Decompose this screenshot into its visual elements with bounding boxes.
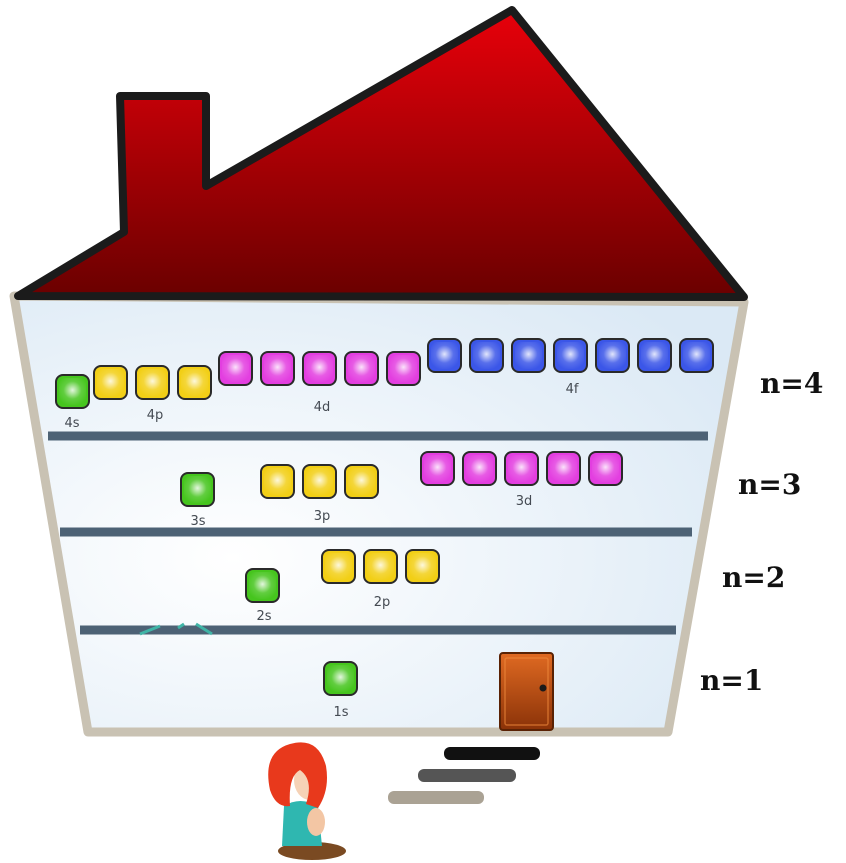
house-roof (18, 10, 744, 297)
girl-arm (307, 808, 325, 836)
subshell-label-3p: 3p (314, 509, 331, 524)
orbital-box-3s-1 (181, 473, 214, 506)
subshell-label-2p: 2p (374, 595, 391, 610)
orbital-box-3d-2 (463, 452, 496, 485)
step-top (444, 747, 540, 760)
orbital-box-4d-2 (261, 352, 294, 385)
step-bottom (388, 791, 484, 804)
orbital-box-3p-1 (261, 465, 294, 498)
orbital-box-3d-5 (589, 452, 622, 485)
subshell-label-4f: 4f (566, 382, 579, 397)
orbital-box-4f-2 (470, 339, 503, 372)
orbital-box-4p-1 (94, 366, 127, 399)
orbital-box-3d-4 (547, 452, 580, 485)
orbital-box-4d-3 (303, 352, 336, 385)
orbital-box-4f-3 (512, 339, 545, 372)
orbital-box-3d-1 (421, 452, 454, 485)
orbital-box-2p-3 (406, 550, 439, 583)
subshell-label-2s: 2s (256, 609, 271, 624)
orbital-box-3p-2 (303, 465, 336, 498)
orbital-box-4d-1 (219, 352, 252, 385)
step-middle (418, 769, 516, 782)
subshell-label-4d: 4d (314, 400, 331, 415)
level-label-n2: n=2 (722, 561, 785, 594)
subshell-label-1s: 1s (333, 705, 348, 720)
girl-character-illustration (268, 742, 346, 860)
subshell-label-4s: 4s (64, 416, 79, 431)
orbital-box-4p-3 (178, 366, 211, 399)
level-label-n3: n=3 (738, 468, 801, 501)
orbital-box-4f-4 (554, 339, 587, 372)
orbital-box-1s-1 (324, 662, 357, 695)
door-knob (540, 685, 547, 692)
orbital-box-3d-3 (505, 452, 538, 485)
orbital-box-4f-7 (680, 339, 713, 372)
orbital-box-4f-5 (596, 339, 629, 372)
orbital-box-4f-1 (428, 339, 461, 372)
subshell-label-4p: 4p (147, 408, 164, 423)
orbital-box-2s-1 (246, 569, 279, 602)
orbital-box-4d-5 (387, 352, 420, 385)
subshell-label-3s: 3s (190, 514, 205, 529)
subshell-label-3d: 3d (516, 494, 533, 509)
orbital-box-2p-2 (364, 550, 397, 583)
orbital-box-4d-4 (345, 352, 378, 385)
orbital-box-4p-2 (136, 366, 169, 399)
level-label-n4: n=4 (760, 367, 823, 400)
door (500, 653, 553, 730)
orbital-box-2p-1 (322, 550, 355, 583)
orbital-box-4f-6 (638, 339, 671, 372)
orbital-box-4s-1 (56, 375, 89, 408)
level-label-n1: n=1 (700, 664, 763, 697)
orbital-box-3p-3 (345, 465, 378, 498)
